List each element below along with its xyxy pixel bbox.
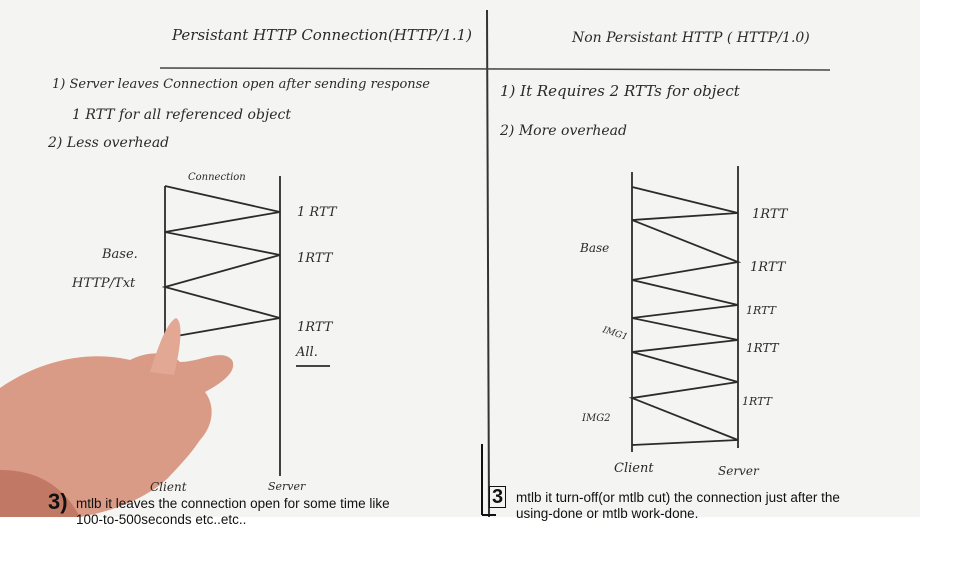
left-point-1-line-2: 1 RTT for all referenced object: [72, 107, 292, 123]
left-all-label: All.: [296, 345, 318, 360]
left-rtt-label-2: 1RTT: [297, 251, 333, 266]
left-note-text: mtlb it leaves the connection open for s…: [76, 496, 390, 527]
right-client-label: Client: [614, 461, 654, 476]
left-rtt-label-3: 1RTT: [297, 320, 333, 335]
left-server-label: Server: [268, 480, 306, 493]
right-img2-label: IMG2: [582, 413, 611, 424]
left-title: Persistant HTTP Connection(HTTP/1.1): [172, 26, 473, 44]
right-title: Non Persistant HTTP ( HTTP/1.0): [572, 30, 810, 46]
left-connection-label: Connection: [188, 172, 246, 183]
right-rtt-label-4: 1RTT: [746, 341, 779, 355]
title-underline: [159, 67, 831, 71]
right-base-label: Base: [580, 241, 610, 255]
left-html-label: HTTP/Txt: [72, 276, 136, 291]
right-rtt-label-3: 1RTT: [746, 304, 776, 317]
right-note-number: 3: [489, 486, 507, 508]
right-rtt-label-5: 1RTT: [742, 395, 772, 408]
center-divider: [486, 9, 490, 518]
left-client-label: Client: [150, 480, 187, 494]
right-timeline: [628, 166, 742, 452]
right-rtt-label-2: 1RTT: [750, 260, 786, 275]
left-point-1-line-1: 1) Server leaves Connection open after s…: [52, 77, 431, 92]
right-server-label: Server: [718, 464, 759, 478]
hand-image: [0, 318, 234, 517]
left-note-number: 3): [48, 489, 68, 514]
right-rtt-label-1: 1RTT: [752, 207, 788, 222]
right-note-text: mtlb it turn-off(or mtlb cut) the connec…: [516, 490, 840, 521]
right-note-bracket: [481, 444, 496, 516]
right-point-2: 2) More overhead: [500, 123, 627, 139]
left-point-2: 2) Less overhead: [48, 135, 170, 151]
right-point-1: 1) It Requires 2 RTTs for object: [500, 82, 740, 100]
left-base-label: Base.: [102, 247, 138, 262]
left-message-zigzag: [161, 185, 281, 339]
left-rtt-label-1: 1 RTT: [297, 205, 337, 220]
right-message-zigzag: [628, 186, 742, 446]
